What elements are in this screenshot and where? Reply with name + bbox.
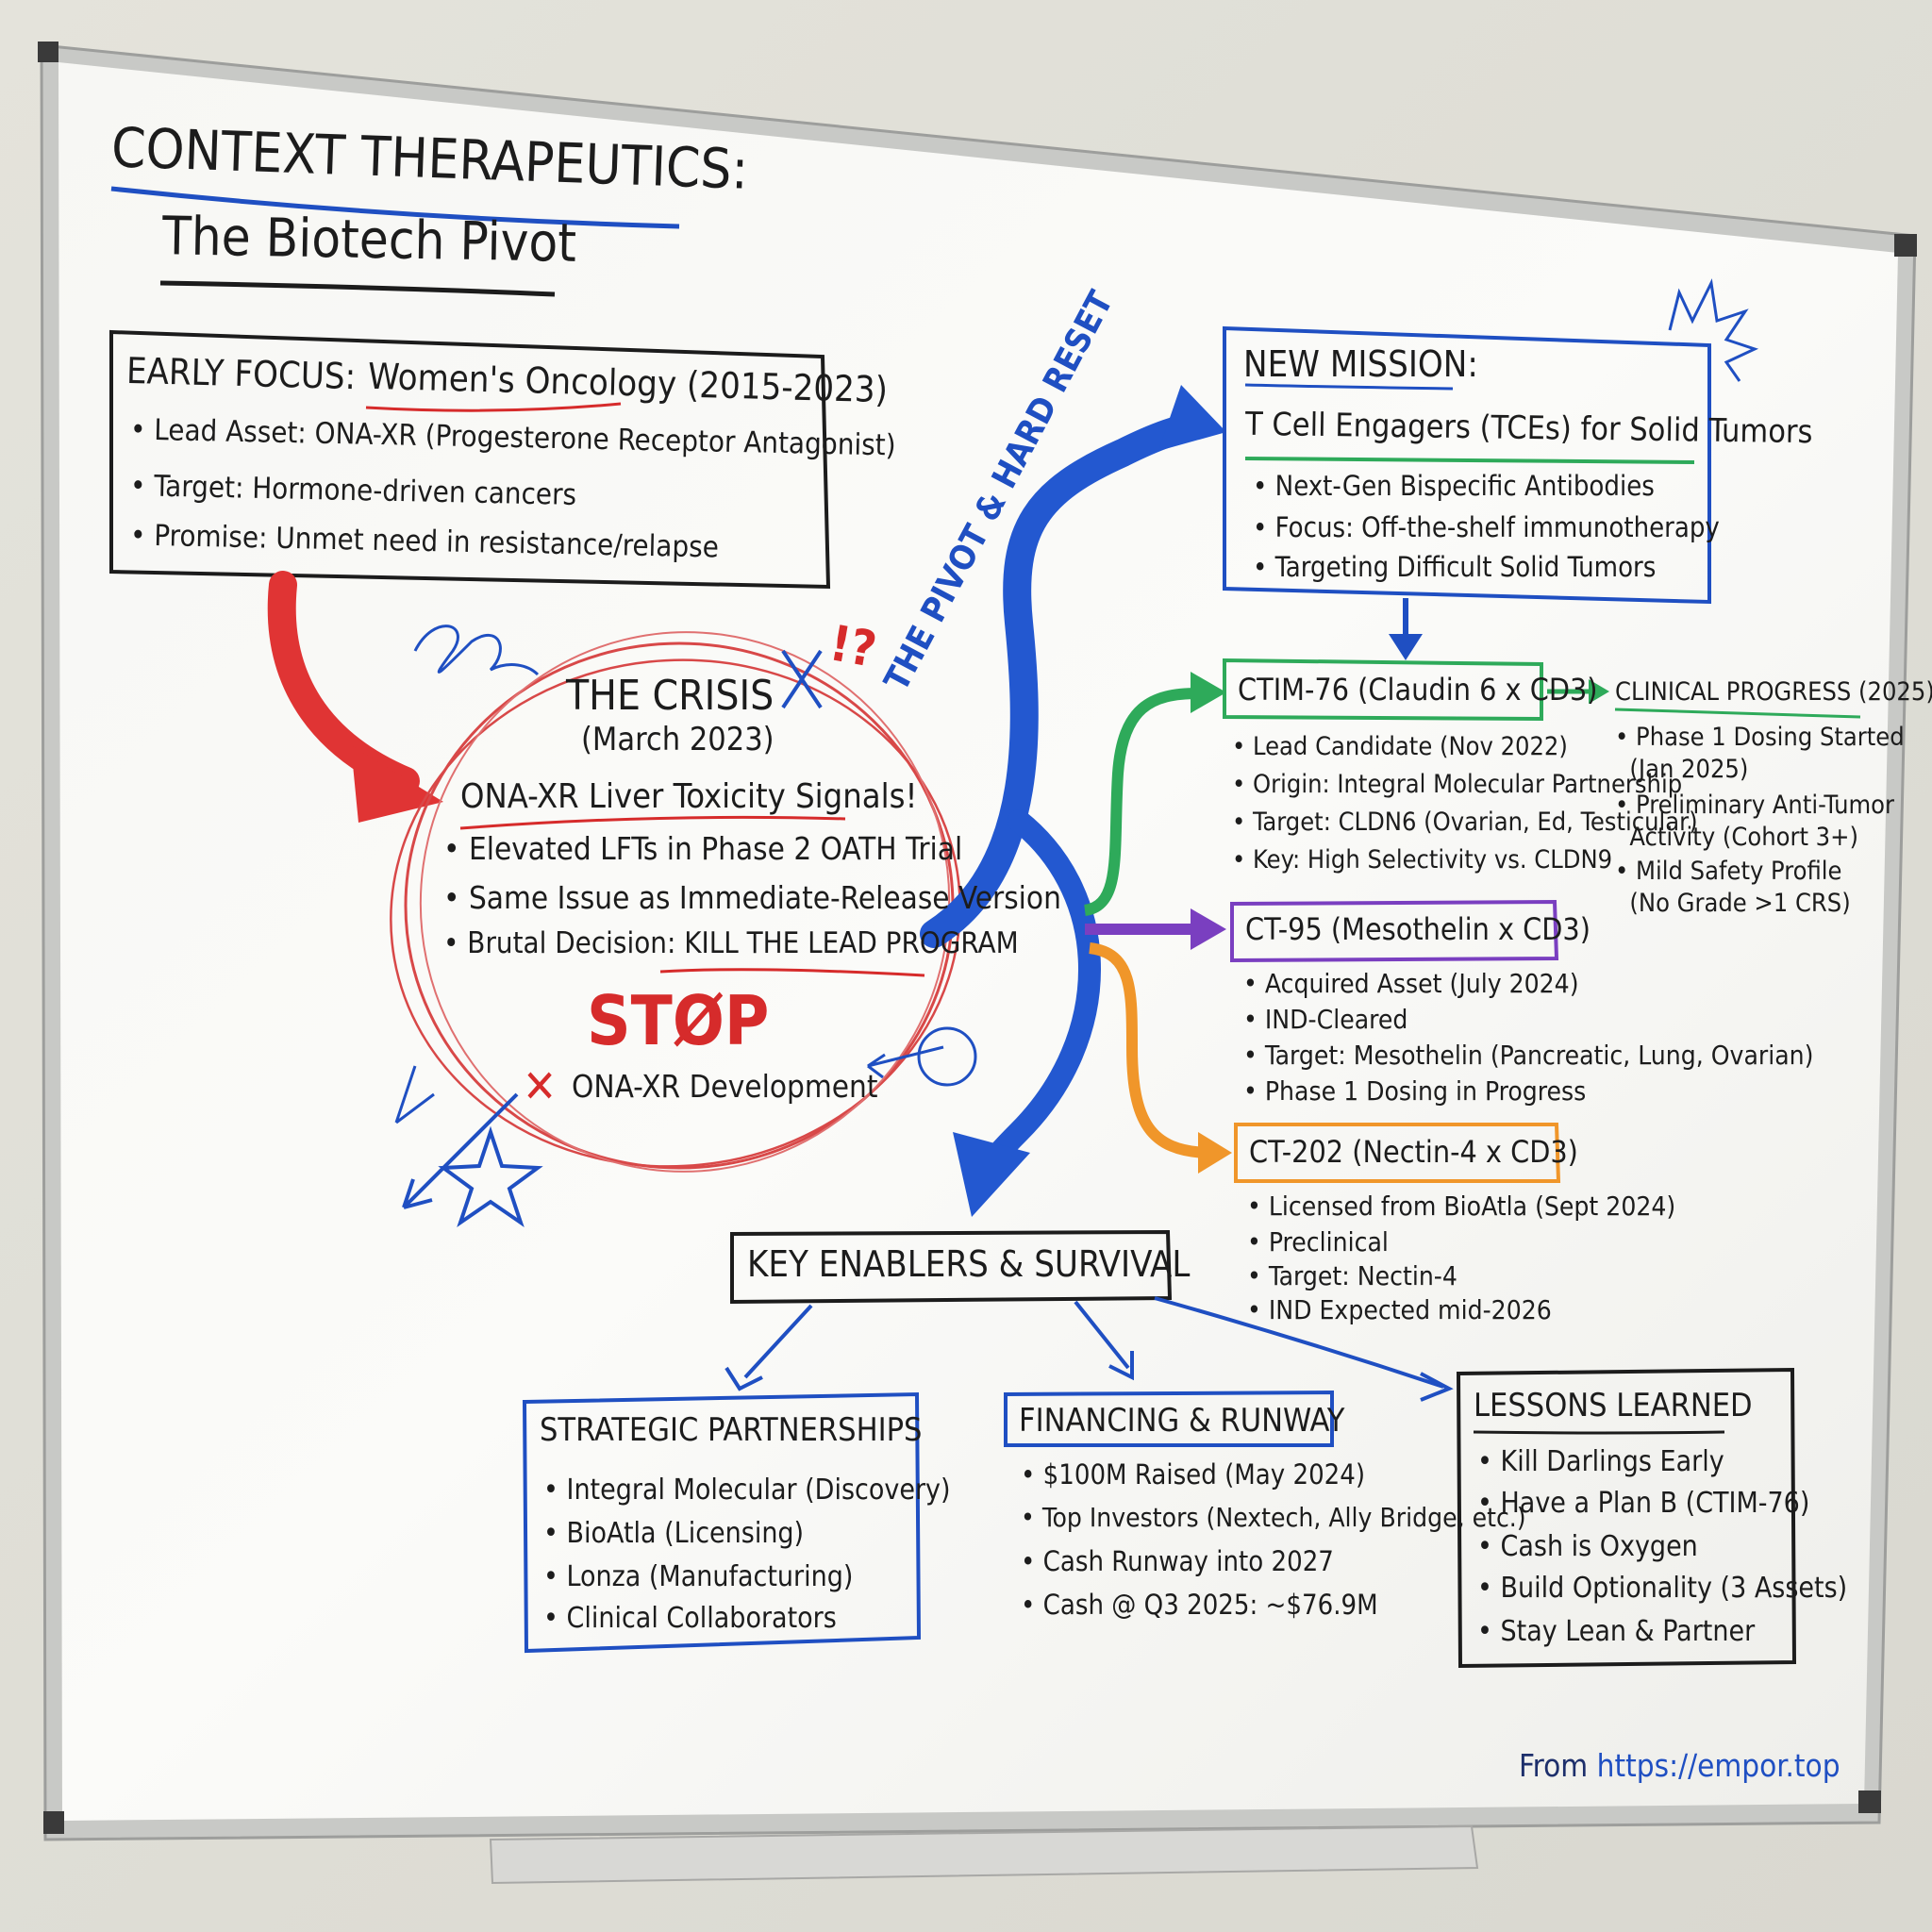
new-mission-bullet-2: • Focus: Off-the-shelf immunotherapy: [1253, 511, 1720, 543]
lessons-box: [1456, 1367, 1797, 1669]
star-doodle: [438, 1125, 543, 1228]
ct202-box: [1234, 1123, 1561, 1183]
financing-bullet-2: • Top Investors (Nextech, Ally Bridge, e…: [1021, 1502, 1526, 1533]
crisis-headline: ONA-XR Liver Toxicity Signals!: [460, 777, 918, 816]
lessons-bullet-2: • Have a Plan B (CTIM-76): [1477, 1487, 1810, 1520]
new-mission-box: [1223, 325, 1711, 605]
enablers-title: KEY ENABLERS & SURVIVAL: [747, 1243, 1191, 1285]
title-line-2: The Biotech Pivot: [161, 206, 577, 275]
new-mission-bullet-1: • Next-Gen Bispecific Antibodies: [1253, 470, 1655, 502]
ct202-bullet-3: • Target: Nectin-4: [1247, 1260, 1457, 1291]
clinical-line-2: (Jan 2025): [1615, 755, 1749, 784]
early-focus-label: EARLY FOCUS:: [125, 349, 357, 398]
new-mission-label: NEW MISSION:: [1243, 343, 1478, 385]
spark-doodle: [1668, 278, 1759, 382]
financing-bullet-4: • Cash @ Q3 2025: ~$76.9M: [1021, 1589, 1378, 1621]
stop-label: STØP: [587, 981, 770, 1060]
crisis-bullet-3: • Brutal Decision: KILL THE LEAD PROGRAM: [443, 926, 1019, 960]
partnerships-bullet-2: • BioAtla (Licensing): [543, 1517, 805, 1550]
crisis-bullet-2: • Same Issue as Immediate-Release Versio…: [443, 879, 1061, 916]
crisis-date: (March 2023): [581, 721, 774, 758]
financing-box: [1004, 1390, 1334, 1447]
lessons-bullet-5: • Stay Lean & Partner: [1477, 1615, 1756, 1648]
lessons-bullet-3: • Cash is Oxygen: [1477, 1530, 1698, 1563]
footer-prefix: From: [1519, 1747, 1597, 1784]
enablers-box: [730, 1229, 1173, 1305]
pivot-arrow: [920, 410, 1212, 948]
lessons-title: LESSONS LEARNED: [1474, 1387, 1753, 1424]
ct95-bullet-2: • IND-Cleared: [1243, 1004, 1408, 1035]
partnerships-bullet-1: • Integral Molecular (Discovery): [543, 1474, 951, 1507]
financing-bullet-1: • $100M Raised (May 2024): [1021, 1458, 1366, 1491]
crisis-bullet-1: • Elevated LFTs in Phase 2 OATH Trial: [443, 830, 963, 867]
partnerships-title: STRATEGIC PARTNERSHIPS: [540, 1411, 923, 1449]
ct202-name: CT-202 (Nectin-4 x CD3): [1249, 1134, 1578, 1170]
footer-link[interactable]: https://empor.top: [1596, 1747, 1840, 1784]
clinical-line-5: • Mild Safety Profile: [1615, 857, 1842, 886]
ct95-bullet-3: • Target: Mesothelin (Pancreatic, Lung, …: [1243, 1040, 1814, 1071]
ct95-name: CT-95 (Mesothelin x CD3): [1245, 911, 1591, 947]
ct202-bullet-1: • Licensed from BioAtla (Sept 2024): [1247, 1191, 1676, 1222]
ctim76-name: CTIM-76 (Claudin 6 x CD3): [1238, 672, 1598, 708]
ctim76-bullet-2: • Origin: Integral Molecular Partnership: [1232, 770, 1683, 799]
ct202-bullet-2: • Preclinical: [1247, 1226, 1389, 1257]
crisis-exclaim: !?: [825, 615, 881, 679]
lessons-bullet-4: • Build Optionality (3 Assets): [1477, 1572, 1848, 1605]
ctim76-bullet-3: • Target: CLDN6 (Ovarian, Ed, Testicular…: [1232, 808, 1698, 837]
ct95-bullet-1: • Acquired Asset (July 2024): [1243, 968, 1579, 999]
financing-title: FINANCING & RUNWAY: [1019, 1402, 1345, 1440]
new-mission-heading: T Cell Engagers (TCEs) for Solid Tumors: [1244, 405, 1813, 452]
ct95-box: [1230, 899, 1559, 963]
crisis-title: THE CRISIS: [566, 672, 774, 720]
new-mission-bullet-3: • Targeting Difficult Solid Tumors: [1253, 551, 1657, 583]
early-focus-box: [109, 329, 831, 590]
clinical-line-1: • Phase 1 Dosing Started: [1615, 723, 1905, 752]
clinical-line-6: (No Grade >1 CRS): [1615, 889, 1851, 918]
footer-credit: From https://empor.top: [1519, 1747, 1840, 1784]
clinical-line-4: Activity (Cohort 3+): [1615, 823, 1858, 852]
financing-bullet-3: • Cash Runway into 2027: [1021, 1545, 1334, 1577]
clinical-progress-title: CLINICAL PROGRESS (2025): [1615, 677, 1932, 707]
ct202-bullet-4: • IND Expected mid-2026: [1247, 1294, 1552, 1325]
partnerships-bullet-4: • Clinical Collaborators: [543, 1602, 837, 1635]
lessons-bullet-1: • Kill Darlings Early: [1477, 1445, 1724, 1478]
partnerships-box: [522, 1391, 922, 1654]
ctim76-bullet-1: • Lead Candidate (Nov 2022): [1232, 732, 1568, 761]
green-branch: [1083, 688, 1199, 916]
ctim76-bullet-4: • Key: High Selectivity vs. CLDN9: [1232, 845, 1613, 874]
ct95-bullet-4: • Phase 1 Dosing in Progress: [1243, 1075, 1587, 1107]
scribble: [413, 625, 540, 676]
partnerships-bullet-3: • Lonza (Manufacturing): [543, 1560, 854, 1593]
ctim76-box: [1223, 658, 1543, 722]
marker-tray: [489, 1824, 1479, 1885]
stop-text: ONA-XR Development: [572, 1068, 878, 1105]
x-mark-icon: ✕: [523, 1060, 558, 1113]
orange-branch: [1089, 942, 1208, 1158]
clinical-line-3: • Preliminary Anti-Tumor: [1615, 791, 1895, 820]
